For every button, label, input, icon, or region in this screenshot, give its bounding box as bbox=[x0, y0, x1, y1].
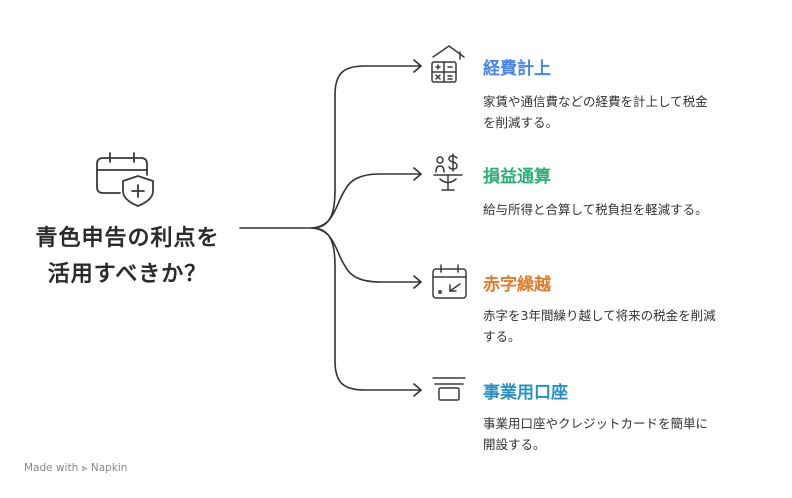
connector-branch-2 bbox=[311, 173, 422, 229]
item-desc-loss-offset: 給与所得と合算して税負担を軽減する。 bbox=[483, 199, 773, 220]
item-desc-loss-offset-line-1: 給与所得と合算して税負担を軽減する。 bbox=[483, 202, 708, 217]
footer-brand: Napkin bbox=[90, 462, 128, 474]
calendar-arrow-icon bbox=[432, 264, 467, 299]
item-title-loss-offset: 損益通算 bbox=[483, 167, 551, 187]
item-title-loss-carryforward: 赤字繰越 bbox=[483, 275, 551, 295]
arrowhead-1 bbox=[413, 59, 422, 73]
connector-branch-4 bbox=[311, 227, 422, 391]
item-desc-business-account-line-1: 事業用口座やクレジットカードを簡単に bbox=[483, 416, 709, 431]
account-tray-icon bbox=[432, 377, 466, 401]
arrowhead-3 bbox=[413, 275, 422, 289]
arrowhead-2 bbox=[413, 167, 422, 181]
footer-made-with: Made with bbox=[24, 462, 79, 474]
item-desc-expense: 家賃や通信費などの経費を計上して税金 を削減する。 bbox=[483, 91, 773, 133]
main-title-line-1: 青色申告の利点を bbox=[35, 226, 220, 251]
balance-scale-dollar-icon bbox=[433, 153, 463, 191]
item-title-expense: 経費計上 bbox=[483, 59, 551, 79]
item-desc-expense-line-1: 家賃や通信費などの経費を計上して税金 bbox=[483, 94, 708, 109]
item-desc-loss-carryforward-line-1: 赤字を3年間繰り越して将来の税金を削減 bbox=[483, 308, 716, 323]
arrowhead-4 bbox=[413, 383, 422, 397]
calculator-house-icon bbox=[431, 45, 465, 83]
item-desc-loss-carryforward: 赤字を3年間繰り越して将来の税金を削減 する。 bbox=[483, 305, 773, 347]
footer-credit[interactable]: Made with ⪢ Napkin bbox=[24, 462, 127, 475]
item-desc-business-account-line-2: 開設する。 bbox=[483, 437, 546, 452]
connector-lines bbox=[239, 59, 422, 397]
connector-branch-1 bbox=[311, 65, 422, 229]
napkin-logo-icon: ⪢ bbox=[81, 462, 88, 474]
item-desc-expense-line-2: を削減する。 bbox=[483, 115, 559, 130]
item-desc-loss-carryforward-line-2: する。 bbox=[483, 329, 521, 344]
main-title: 青色申告の利点を 活用すべきか？ bbox=[20, 221, 235, 293]
calendar-shield-icon bbox=[96, 152, 154, 207]
main-title-line-2: 活用すべきか？ bbox=[47, 262, 208, 287]
item-title-business-account: 事業用口座 bbox=[483, 383, 568, 403]
item-desc-business-account: 事業用口座やクレジットカードを簡単に 開設する。 bbox=[483, 413, 773, 455]
